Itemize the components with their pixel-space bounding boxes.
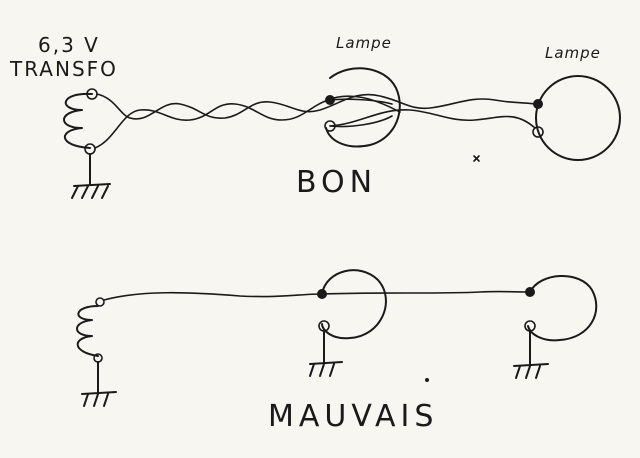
lamp2-label: Lampe xyxy=(545,44,601,62)
lamp2-bulb xyxy=(532,75,621,161)
bad-transformer-coil xyxy=(76,297,105,363)
lamp4-bulb xyxy=(524,275,598,342)
transformer-coil xyxy=(63,88,98,155)
lamp3-ground-symbol xyxy=(309,330,343,377)
lamp1-label: Lampe xyxy=(336,34,392,52)
bad-wiring-diagram: MAUVAIS xyxy=(76,269,598,434)
stray-mark xyxy=(473,155,480,162)
twisted-pair-wire xyxy=(94,93,536,149)
lamp4-ground-symbol xyxy=(513,330,549,379)
bad-transformer-ground-symbol xyxy=(81,361,117,407)
lamp3-bulb xyxy=(317,269,387,340)
single-supply-wire xyxy=(103,290,531,301)
lamp1-bulb xyxy=(324,67,401,148)
good-verdict-label: BON xyxy=(296,165,377,200)
transformer-ground-symbol xyxy=(71,153,111,199)
ink-speck xyxy=(425,378,429,382)
voltage-label: 6,3 V xyxy=(38,33,100,57)
bad-verdict-label: MAUVAIS xyxy=(268,399,438,434)
good-wiring-diagram: 6,3 V TRANSFO Lampe xyxy=(9,33,621,200)
transformer-label: TRANSFO xyxy=(9,57,118,81)
